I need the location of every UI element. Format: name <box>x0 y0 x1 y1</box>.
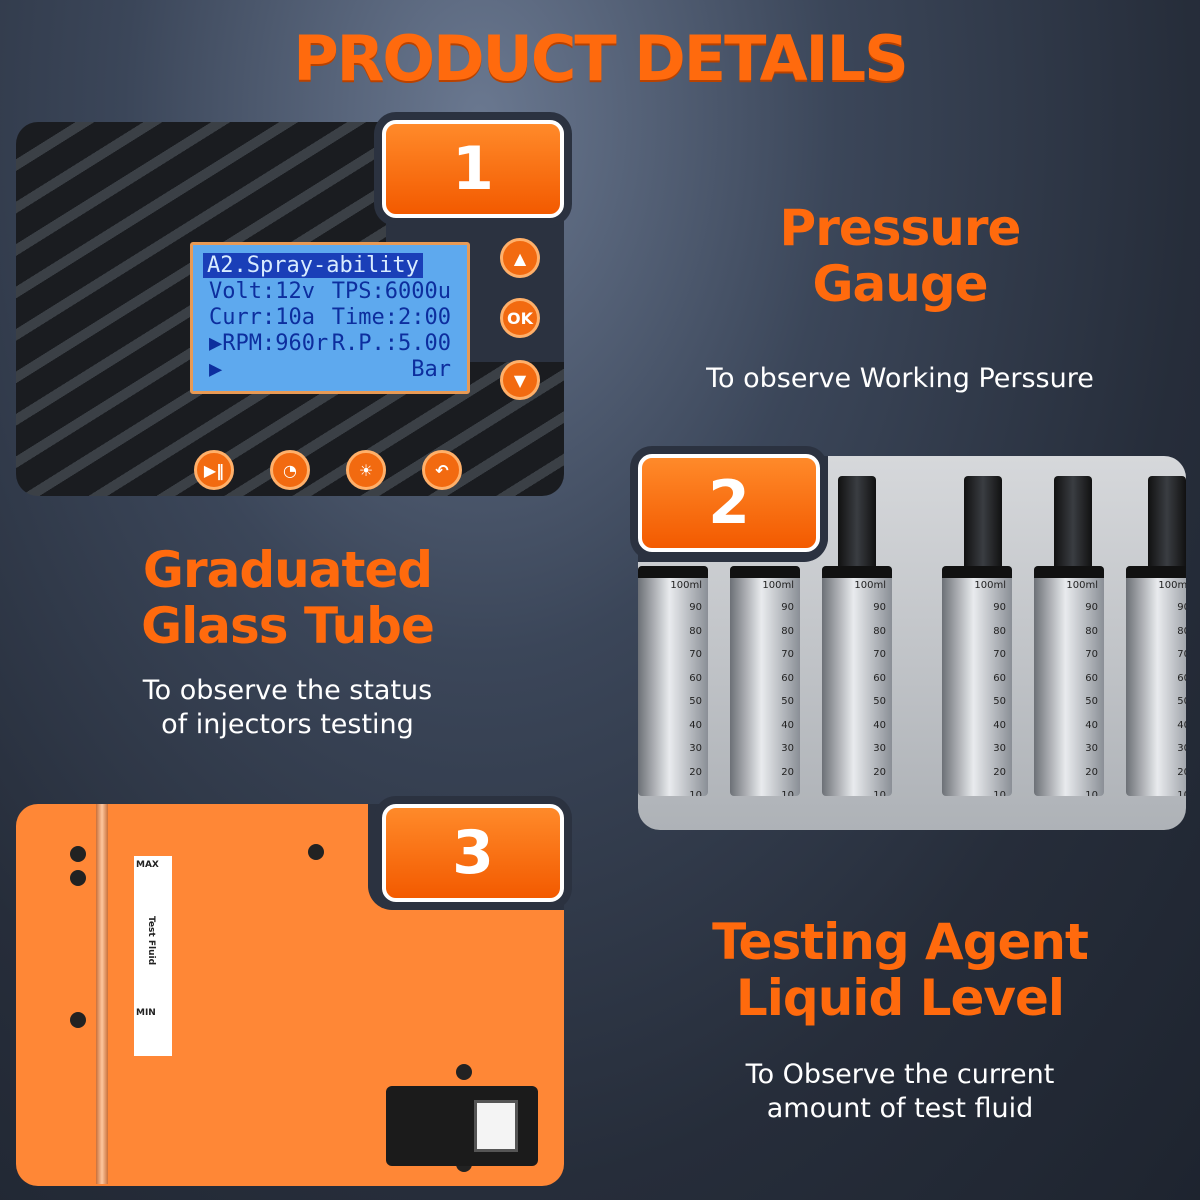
tube-scale-mark: 20 <box>1085 766 1098 778</box>
tube-scale-cap: 100ml <box>854 580 886 591</box>
tube-scale-mark: 20 <box>689 766 702 778</box>
tube-scale-mark: 20 <box>1177 766 1186 778</box>
graduated-tube: 100ml 90 80 70 60 50 40 30 20 10 <box>1126 566 1186 796</box>
tube-scale-mark: 10 <box>993 790 1006 796</box>
tube-scale-mark: 60 <box>993 672 1006 684</box>
tube-scale-cap: 100ml <box>1158 580 1186 591</box>
bolt <box>456 1064 472 1080</box>
tube-scale-mark: 90 <box>781 602 794 613</box>
tube-scale-mark: 20 <box>781 766 794 778</box>
lightbulb-icon[interactable]: ☀ <box>346 450 386 490</box>
tube-scale-mark: 80 <box>689 625 702 637</box>
tube-scale-mark: 50 <box>781 696 794 707</box>
lcd-row: ▶Bar <box>209 357 451 382</box>
tube-scale-mark: 80 <box>1085 625 1098 637</box>
tube-scale-mark: 70 <box>689 649 702 660</box>
tube-scale-mark: 30 <box>1177 743 1186 754</box>
tube-scale-mark: 60 <box>781 672 794 684</box>
tube-scale-mark: 50 <box>993 696 1006 707</box>
tube-scale-mark: 70 <box>873 649 886 660</box>
down-arrow-icon[interactable]: ▼ <box>500 360 540 400</box>
tube-scale-mark: 50 <box>873 696 886 707</box>
tube-scale-mark: 30 <box>781 743 794 754</box>
tube-scale-mark: 20 <box>993 766 1006 778</box>
up-arrow-icon[interactable]: ▲ <box>500 238 540 278</box>
tube-scale-mark: 90 <box>1177 602 1186 613</box>
tube-scale-mark: 40 <box>1177 719 1186 731</box>
tube-scale-mark: 90 <box>1085 602 1098 613</box>
tube-scale-mark: 10 <box>781 790 794 796</box>
bolt <box>70 1012 86 1028</box>
tube-scale-mark: 80 <box>781 625 794 637</box>
tube-scale-mark: 50 <box>1177 696 1186 707</box>
tube-scale-cap: 100ml <box>1066 580 1098 591</box>
tube-scale-mark: 10 <box>1177 790 1186 796</box>
tube-scale-mark: 40 <box>689 719 702 731</box>
feature-1-desc: To observe Working Perssure <box>706 363 1094 394</box>
power-switch[interactable] <box>474 1100 518 1152</box>
sight-tube <box>96 804 108 1184</box>
tube-scale-cap: 100ml <box>762 580 794 591</box>
tube-scale-mark: 10 <box>689 790 702 796</box>
tube-scale-mark: 70 <box>1085 649 1098 660</box>
graduated-tube: 100ml 90 80 70 60 50 40 30 20 10 <box>942 566 1012 796</box>
badge-3: 3 <box>382 804 564 902</box>
tube-scale-mark: 10 <box>873 790 886 796</box>
feature-2-title: Graduated Glass Tube <box>141 541 435 655</box>
graduated-tube: 100ml 90 80 70 60 50 40 30 20 10 <box>730 566 800 796</box>
tube-scale-mark: 60 <box>873 672 886 684</box>
feature-3-title: Testing Agent Liquid Level <box>712 913 1089 1027</box>
tube-scale-mark: 90 <box>689 602 702 613</box>
tube-scale-mark: 60 <box>689 672 702 684</box>
back-icon[interactable]: ↶ <box>422 450 462 490</box>
tube-scale-mark: 90 <box>873 602 886 613</box>
feature-2-desc: To observe the status of injectors testi… <box>142 675 433 740</box>
graduated-tube: 100ml 90 80 70 60 50 40 30 20 10 <box>638 566 708 796</box>
lcd-header: A2.Spray-ability <box>203 253 423 278</box>
bolt <box>70 846 86 862</box>
bolt <box>70 870 86 886</box>
tube-scale-mark: 80 <box>1177 625 1186 637</box>
tube-scale-mark: 60 <box>1085 672 1098 684</box>
power-socket <box>386 1086 538 1166</box>
feature-1-title: Pressure Gauge <box>779 199 1022 313</box>
badge-2: 2 <box>638 454 820 552</box>
tube-scale-mark: 40 <box>873 719 886 731</box>
badge-1: 1 <box>382 120 564 218</box>
tube-scale-mark: 50 <box>1085 696 1098 707</box>
tube-scale-mark: 30 <box>993 743 1006 754</box>
ok-button[interactable]: OK <box>500 298 540 338</box>
tube-scale-mark: 10 <box>1085 790 1098 796</box>
tube-scale-mark: 40 <box>781 719 794 731</box>
tube-scale-mark: 40 <box>993 719 1006 731</box>
page-title: PRODUCT DETAILS <box>293 22 909 95</box>
tube-scale-mark: 20 <box>873 766 886 778</box>
tube-scale-mark: 90 <box>993 602 1006 613</box>
tube-scale-mark: 70 <box>993 649 1006 660</box>
bolt <box>308 844 324 860</box>
tube-scale-cap: 100ml <box>974 580 1006 591</box>
feature-3-desc: To Observe the current amount of test fl… <box>745 1059 1055 1124</box>
fluid-level-sticker: MAX Test Fluid MIN <box>134 856 172 1056</box>
gauge-icon[interactable]: ◔ <box>270 450 310 490</box>
tube-scale-mark: 30 <box>1085 743 1098 754</box>
tube-scale-mark: 70 <box>781 649 794 660</box>
tube-scale-mark: 50 <box>689 696 702 707</box>
tube-scale-mark: 40 <box>1085 719 1098 731</box>
tube-scale-mark: 80 <box>993 625 1006 637</box>
tube-scale-mark: 80 <box>873 625 886 637</box>
graduated-tube: 100ml 90 80 70 60 50 40 30 20 10 <box>822 566 892 796</box>
tube-scale-mark: 30 <box>689 743 702 754</box>
tube-scale-mark: 60 <box>1177 672 1186 684</box>
play-pause-icon[interactable]: ▶‖ <box>194 450 234 490</box>
tube-scale-mark: 30 <box>873 743 886 754</box>
tube-scale-cap: 100ml <box>670 580 702 591</box>
graduated-tube: 100ml 90 80 70 60 50 40 30 20 10 <box>1034 566 1104 796</box>
tube-scale-mark: 70 <box>1177 649 1186 660</box>
